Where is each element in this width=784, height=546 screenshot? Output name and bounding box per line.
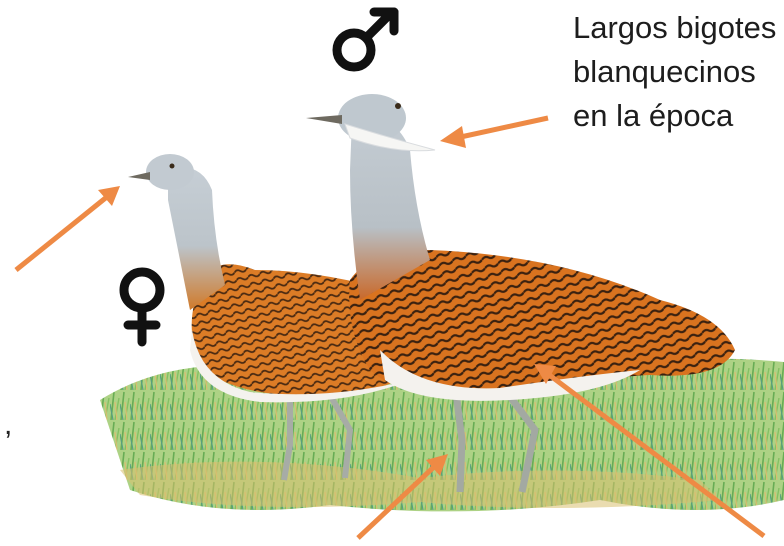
caption-line: blanquecinos (573, 50, 784, 94)
whiskers-caption: Largos bigotes blanquecinos en la época (573, 6, 784, 138)
caption-line: en la época (573, 94, 784, 138)
stray-punctuation: , (4, 408, 12, 442)
female-symbol-icon (124, 272, 160, 342)
male-symbol-icon (337, 12, 394, 67)
arrow-female-head (16, 186, 120, 270)
caption-line: Largos bigotes (573, 6, 784, 50)
arrow-whiskers (440, 118, 548, 148)
